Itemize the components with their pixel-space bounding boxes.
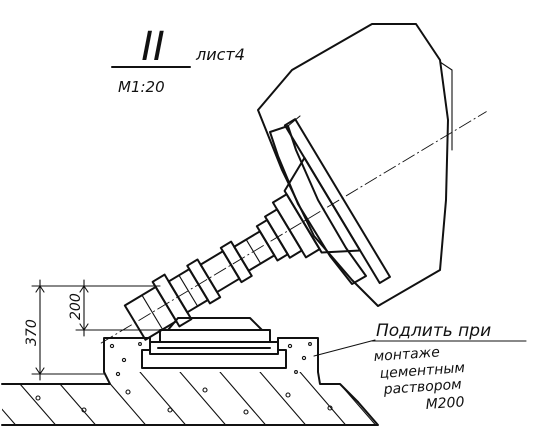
ground-bottom (1, 401, 379, 426)
view-title: II М1:20 лист4 (111, 24, 245, 96)
note-line-5: М200 (425, 394, 465, 413)
dimension-overall: 370 (24, 319, 40, 346)
pad-stipple (109, 342, 312, 377)
note-line-3: цементным (379, 360, 466, 382)
ground-hatch (2, 372, 378, 425)
note-line-4: раствором (382, 377, 463, 399)
housing (257, 23, 453, 307)
view-numeral: II (141, 24, 165, 70)
note-leader (313, 339, 376, 357)
note-line-1: Подлить при (376, 321, 491, 341)
note-line-2: монтаже (373, 344, 440, 365)
view-scale: М1:20 (118, 78, 165, 96)
grout-note: Подлить при монтаже цементным раствором … (313, 321, 527, 413)
shaft-assembly (100, 111, 487, 344)
sheet-label: лист4 (195, 45, 245, 64)
base-plate (141, 317, 287, 369)
dimension-inner: 200 (68, 293, 84, 320)
dimension-lines: 370 200 (24, 279, 161, 381)
foundation (1, 337, 379, 426)
